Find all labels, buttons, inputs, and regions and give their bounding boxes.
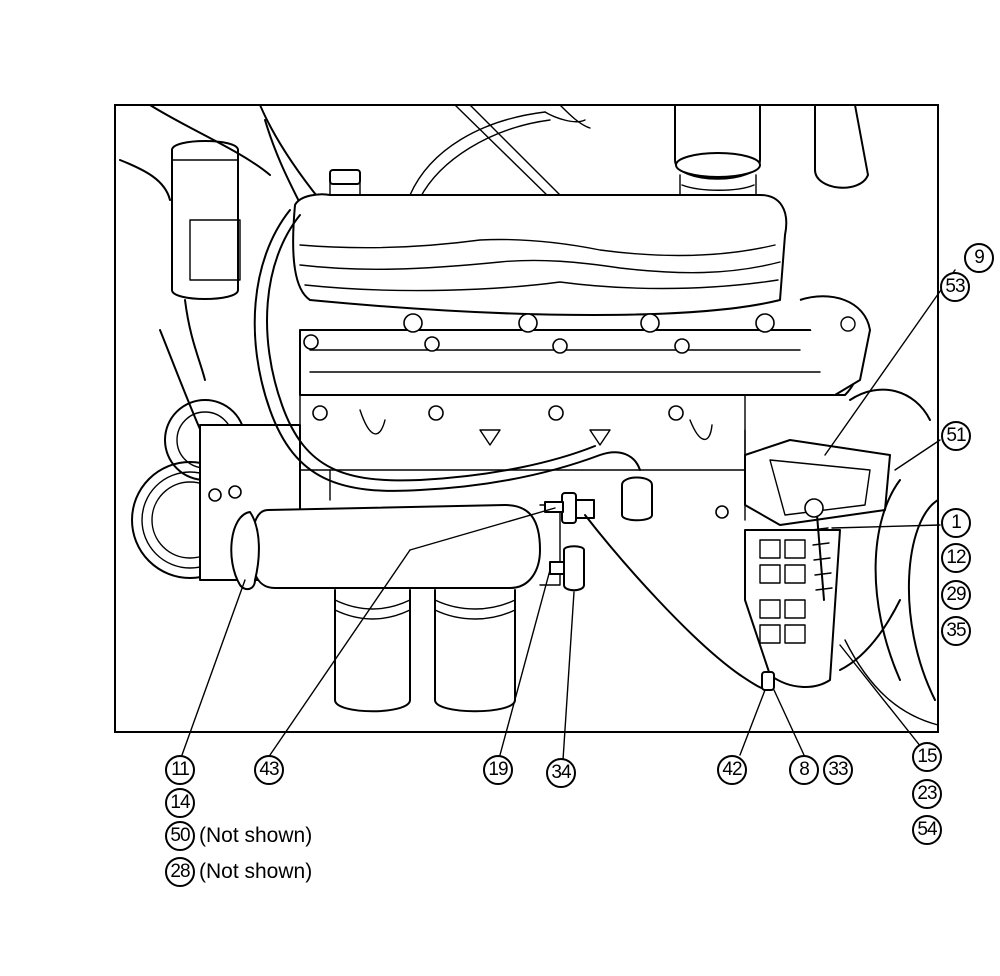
callout-51: 51 (941, 421, 971, 451)
callout-33: 33 (823, 755, 853, 785)
callout-12: 12 (941, 543, 971, 573)
callout-28: 28 (165, 857, 195, 887)
lower-filters (334, 589, 516, 713)
callout-19: 19 (483, 755, 513, 785)
callout-11: 11 (165, 755, 195, 785)
callout-42: 42 (717, 755, 747, 785)
callout-23: 23 (912, 779, 942, 809)
callout-9: 9 (964, 243, 994, 273)
sensor-upper (544, 492, 595, 524)
leader-lines (181, 269, 956, 761)
callout-1: 1 (941, 508, 971, 538)
callout-29: 29 (941, 580, 971, 610)
callout-8: 8 (789, 755, 819, 785)
callout-15: 15 (912, 742, 942, 772)
callout-54: 54 (912, 815, 942, 845)
callout-53: 53 (940, 272, 970, 302)
callout-14: 14 (165, 788, 195, 818)
not-shown-note-50: (Not shown) (199, 824, 313, 847)
callout-43: 43 (254, 755, 284, 785)
engine-illustration (119, 104, 939, 726)
not-shown-note-28: (Not shown) (199, 860, 313, 883)
callout-34: 34 (546, 758, 576, 788)
sensor-lower (549, 545, 585, 592)
callout-35: 35 (941, 616, 971, 646)
callout-50: 50 (165, 821, 195, 851)
mount-bracket (744, 439, 891, 691)
